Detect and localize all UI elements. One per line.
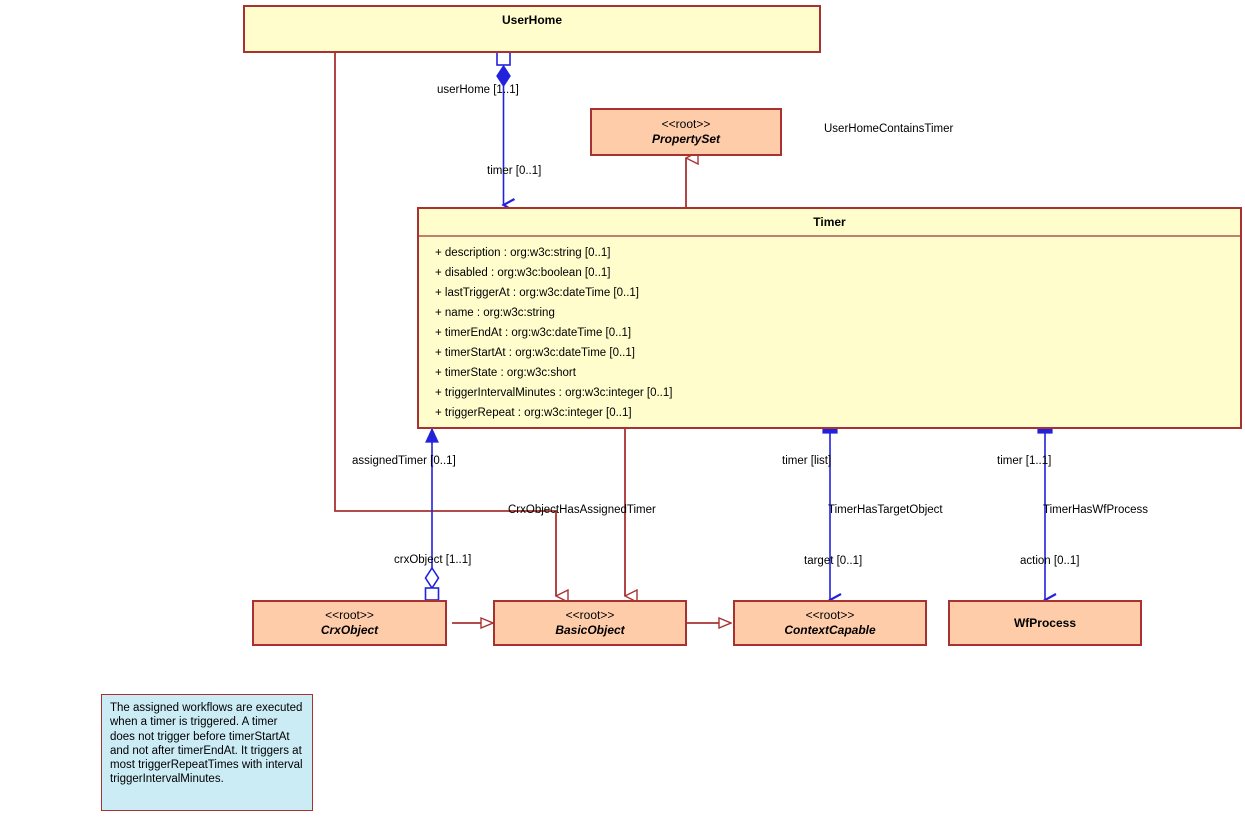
association-label-crxobjecthasassignedtimer: CrxObjectHasAssignedTimer	[508, 504, 656, 516]
port-square-crxobject	[424, 587, 440, 601]
class-box-wfprocess[interactable]: WfProcess	[948, 600, 1142, 646]
class-box-timer[interactable]: Timer + description : org:w3c:string [0.…	[417, 207, 1242, 429]
role-label-timer-1-1: timer [1..1]	[997, 455, 1052, 467]
class-attribute: + timerStartAt : org:w3c:dateTime [0..1]	[435, 347, 635, 359]
note-text: The assigned workflows are executed when…	[110, 702, 303, 786]
class-stereotype-crxobject: <<root>>	[325, 608, 374, 622]
class-attribute: + lastTriggerAt : org:w3c:dateTime [0..1…	[435, 287, 639, 299]
class-stereotype-propertyset: <<root>>	[661, 117, 711, 131]
class-attributes-timer: + description : org:w3c:string [0..1] + …	[419, 237, 1240, 429]
aggregation-diamond-crxobject	[424, 566, 440, 590]
note-box: The assigned workflows are executed when…	[101, 694, 313, 811]
class-attribute: + name : org:w3c:string	[435, 307, 555, 319]
class-attribute: + triggerRepeat : org:w3c:integer [0..1]	[435, 407, 632, 419]
class-stereotype-contextcapable: <<root>>	[805, 608, 855, 622]
association-label-timerhastargetobject: TimerHasTargetObject	[828, 504, 943, 516]
role-label-action: action [0..1]	[1020, 555, 1080, 567]
role-label-timer-list: timer [list]	[782, 455, 832, 467]
class-name-crxobject: CrxObject	[320, 623, 379, 637]
class-attribute: + timerEndAt : org:w3c:dateTime [0..1]	[435, 327, 632, 339]
class-box-propertyset[interactable]: <<root>> PropertySet	[590, 108, 782, 156]
class-box-userhome[interactable]: UserHome	[243, 5, 821, 53]
class-title-timer: Timer	[419, 209, 1240, 237]
class-attribute: + description : org:w3c:string [0..1]	[435, 247, 611, 259]
class-name-propertyset: PropertySet	[651, 132, 721, 146]
class-stereotype-basicobject: <<root>>	[565, 608, 615, 622]
association-label-timerhaswfprocess: TimerHasWfProcess	[1043, 504, 1148, 516]
class-box-crxobject[interactable]: <<root>> CrxObject	[252, 600, 447, 646]
class-attribute: + triggerIntervalMinutes : org:w3c:integ…	[435, 387, 673, 399]
role-label-target: target [0..1]	[804, 555, 863, 567]
arrowhead-up-timer	[425, 427, 439, 443]
association-label-userhomecontainstimer: UserHomeContainsTimer	[824, 123, 954, 135]
class-name-wfprocess: WfProcess	[1013, 615, 1077, 630]
class-attribute: + timerState : org:w3c:short	[435, 367, 576, 379]
class-name-basicobject: BasicObject	[555, 623, 625, 637]
class-box-contextcapable[interactable]: <<root>> ContextCapable	[733, 600, 927, 646]
role-label-assignedtimer: assignedTimer [0..1]	[352, 455, 456, 467]
class-box-basicobject[interactable]: <<root>> BasicObject	[493, 600, 687, 646]
port-square-userhome	[496, 51, 511, 66]
class-attribute: + disabled : org:w3c:boolean [0..1]	[435, 267, 611, 279]
class-name-userhome: UserHome	[501, 13, 563, 27]
class-title-userhome: UserHome	[245, 7, 819, 33]
role-label-timer-from-userhome: timer [0..1]	[487, 165, 542, 177]
class-name-contextcapable: ContextCapable	[784, 623, 876, 637]
class-name-timer: Timer	[813, 215, 846, 229]
role-label-userhome: userHome [1..1]	[437, 84, 519, 96]
role-label-crxobject: crxObject [1..1]	[394, 554, 472, 566]
composition-diamond-userhome	[496, 64, 511, 88]
connector-user-home-contains-timer[interactable]	[496, 51, 511, 205]
